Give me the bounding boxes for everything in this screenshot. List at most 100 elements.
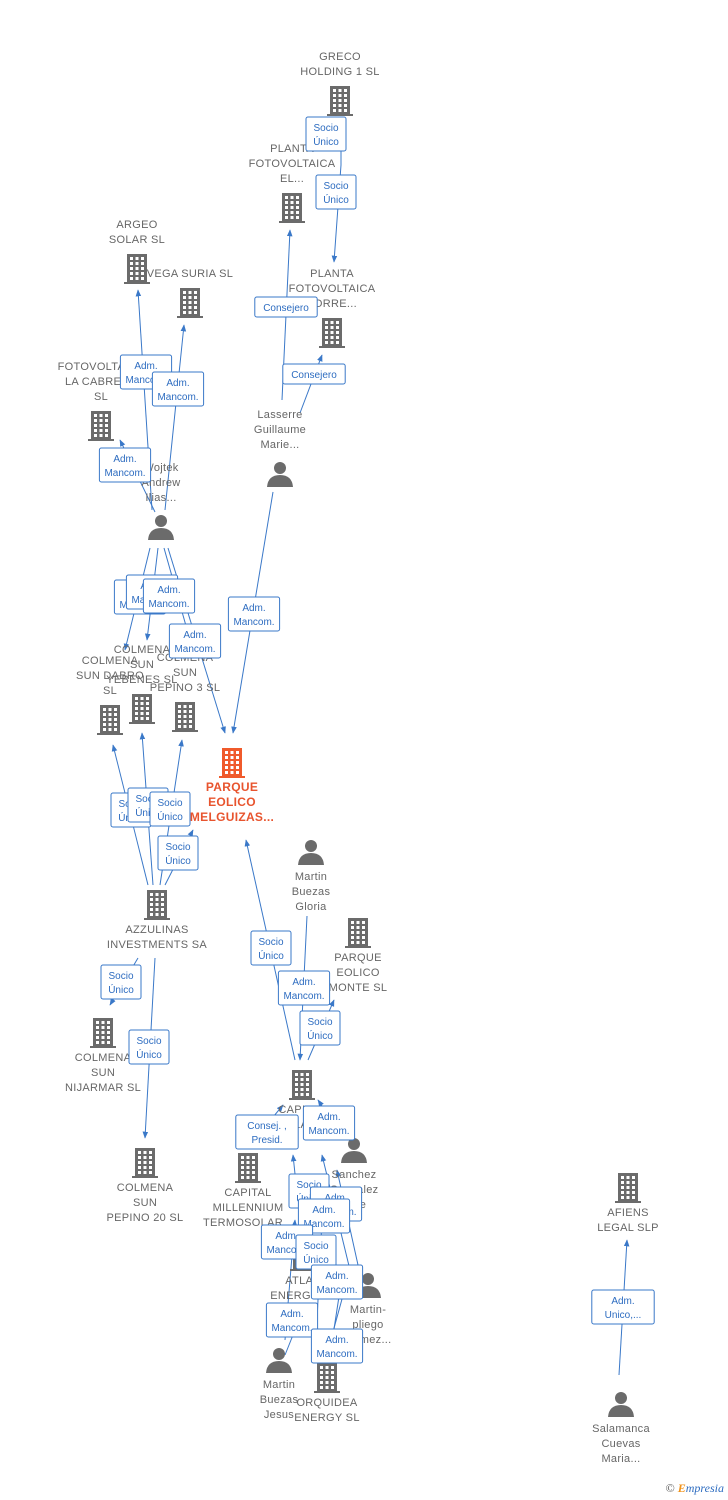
edge-label[interactable]: Adm.Mancom. [98,447,152,483]
edge-label-box [282,363,346,385]
company-node[interactable]: COLMENA SUN PEPINO 20 SL [107,1148,184,1224]
edge-label[interactable]: Adm.Mancom. [151,371,205,407]
company-node[interactable]: PARQUEEOLICOMELGUIZAS... [190,748,274,824]
node-label: CAPITAL [224,1187,271,1199]
building-icon [129,694,155,724]
company-node[interactable]: CAPITALMILLENNIUMTERMOSOLAR... [203,1153,293,1229]
node-label: FOTOVOLTAICA [289,283,376,295]
edge-label-text: Socio [307,1017,332,1028]
edge-label-box [297,1198,351,1234]
building-icon [177,288,203,318]
edge-label[interactable]: Adm. Mancom. [168,623,222,659]
building-icon [97,705,123,735]
node-label: Sanchez [332,1169,377,1181]
node-label: COLMENA [117,1182,174,1194]
node-label: PLANTA [270,143,314,155]
edge-label-text: Adm. [113,454,136,465]
person-node[interactable]: LasserreGuillaumeMarie... [254,409,306,487]
edge-label-text: Consejero [263,303,309,314]
edge-label[interactable]: Consejero [254,296,318,318]
edge-label-box [299,1010,341,1046]
edge-label[interactable]: Adm.Mancom. [277,970,331,1006]
node-label: pliego [352,1319,383,1331]
edge-label-box [157,835,199,871]
person-node[interactable]: WojtekAndrewIlias... [141,462,180,540]
edge-labels-layer: SocioÚnicoSocioÚnicoConsejeroConsejeroAd… [98,116,655,1364]
edge-label-text: Único [165,854,191,867]
company-node[interactable]: GRECO HOLDING 1 SL [300,51,379,116]
edge-label[interactable]: Adm.Unico,... [591,1289,655,1325]
node-label: HOLDING 1 SL [300,66,379,78]
edge-label-text: Único [136,1048,162,1061]
edge-line [164,324,187,511]
edge-label[interactable]: Consej. ,Presid. [235,1114,299,1150]
building-icon [88,411,114,441]
node-label: INVESTMENTS SA [107,939,208,951]
node-label: SUN [130,659,154,671]
building-icon [90,1018,116,1048]
node-label: GRECO [319,51,361,63]
node-label: PLANTA [310,268,354,280]
edge-label-box [310,1328,364,1364]
node-label: Guillaume [254,424,306,436]
node-label: Martin [295,871,327,883]
node-label: PEPINO 20 SL [107,1212,184,1224]
company-node[interactable]: PLANTAFOTOVOLTAICAEL... [249,143,336,223]
edge-label-text: Adm. [183,630,206,641]
edge-label-text: Adm. [157,585,180,596]
node-label: SUN [133,1197,157,1209]
edge-label-text: Adm. [292,977,315,988]
edge-label-text: Mancom. [271,1323,312,1334]
building-icon [327,86,353,116]
edge-label[interactable]: Adm.Mancom. [297,1198,351,1234]
person-icon [267,462,293,487]
person-node[interactable]: SalamancaCuevasMaria... [592,1392,650,1465]
edge-label[interactable]: Consejero [282,363,346,385]
footer-brand[interactable]: ©Empresia [666,1481,724,1496]
company-node[interactable]: PLANTA FOTOVOLTAICA TORRE... [289,268,376,348]
edge-label[interactable]: Adm.Mancom. [310,1328,364,1364]
edge-label[interactable]: Adm.Mancom. [310,1264,364,1300]
edge-label[interactable]: Adm.Mancom. [265,1302,319,1338]
edge-label-box [310,1264,364,1300]
edge-label-box [227,596,281,632]
edge-label[interactable]: Adm.Mancom. [302,1105,356,1141]
building-icon [314,1363,340,1393]
edge-label-text: Mancom. [233,617,274,628]
building-icon [319,318,345,348]
person-icon [266,1348,292,1373]
edge-label-text: Mancom. [174,644,215,655]
company-node[interactable]: VEGA SURIA SL [147,268,233,318]
building-icon [144,890,170,920]
edge-label[interactable]: Adm.Mancom. [227,596,281,632]
edge-label-box [302,1105,356,1141]
node-label: COLMENA [114,644,171,656]
edge-label-text: Adm. [275,1231,298,1242]
edge-label[interactable]: Adm.Mancom. [142,578,196,614]
edge-label-text: Socio [108,971,133,982]
edge-label-box [254,296,318,318]
node-label: TORRE... [307,298,357,310]
node-label: SUN [173,667,197,679]
node-label: LEGAL SLP [597,1222,659,1234]
